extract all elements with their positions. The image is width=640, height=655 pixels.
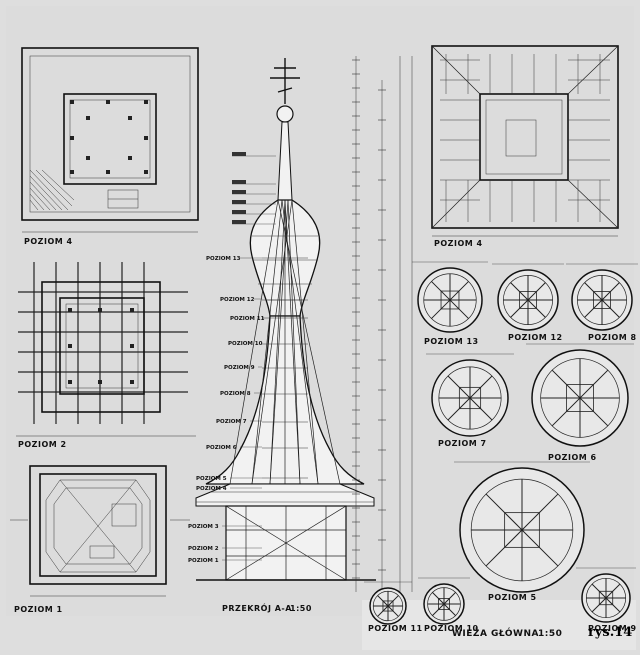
label-poziom-6: POZIOM 6 xyxy=(548,453,597,462)
label-poziom-10: POZIOM 10 xyxy=(424,624,479,633)
dimension-lines xyxy=(355,56,413,592)
circular-plan xyxy=(526,343,634,447)
label-poziom-1: POZIOM 1 xyxy=(14,605,63,614)
label-section-scale: 1:50 xyxy=(290,604,312,613)
section-level-label: POZIOM 11 xyxy=(230,316,265,322)
sheet-number: rys.14 xyxy=(588,625,632,640)
circular-plan xyxy=(492,263,564,331)
drawing-title-scale: 1:50 xyxy=(538,629,562,639)
section-level-label: POZIOM 5 xyxy=(196,476,227,482)
circular-plan xyxy=(454,461,590,593)
section-level-label: POZIOM 3 xyxy=(188,524,219,530)
plan-poziom-2: POZIOM 2 xyxy=(16,262,196,449)
circular-plans xyxy=(364,261,638,625)
drawing-title: WIEŻA GŁÓWNA xyxy=(452,627,539,639)
section-level-label: POZIOM 12 xyxy=(220,297,255,303)
section-level-label: POZIOM 10 xyxy=(228,341,263,347)
section-level-label: POZIOM 8 xyxy=(220,391,251,397)
section-level-label: POZIOM 6 xyxy=(206,445,237,451)
circular-plan xyxy=(426,353,514,437)
section-level-label: POZIOM 9 xyxy=(224,365,255,371)
circular-plan xyxy=(576,567,636,623)
label-poziom-8: POZIOM 8 xyxy=(588,333,637,342)
plan-poziom-4-left: POZIOM 4 xyxy=(21,47,199,246)
circular-plan xyxy=(364,581,412,625)
circular-plan xyxy=(566,263,638,331)
section-level-label: POZIOM 1 xyxy=(188,558,219,564)
label-poziom-5: POZIOM 5 xyxy=(488,593,537,602)
section-a-a: PRZEKRÓJ A-A 1:50 POZIOM 13 POZIOM 12 POZI… xyxy=(188,58,376,613)
label-poziom-4-left: POZIOM 4 xyxy=(24,237,73,246)
circular-plan xyxy=(412,261,488,333)
label-poziom-12: POZIOM 12 xyxy=(508,333,563,342)
label-poziom-9: POZIOM 9 xyxy=(588,624,637,633)
label-poziom-2: POZIOM 2 xyxy=(18,440,67,449)
section-level-label: POZIOM 13 xyxy=(206,256,241,262)
label-poziom-11: POZIOM 11 xyxy=(368,624,423,633)
plan-poziom-1: POZIOM 1 xyxy=(10,465,190,614)
section-level-label: POZIOM 4 xyxy=(196,486,227,492)
label-poziom-4-right: POZIOM 4 xyxy=(434,239,483,248)
label-section: PRZEKRÓJ A-A xyxy=(222,602,292,613)
section-level-label: POZIOM 2 xyxy=(188,546,219,552)
section-level-label: POZIOM 7 xyxy=(216,419,247,425)
label-poziom-7: POZIOM 7 xyxy=(438,439,487,448)
circular-plan xyxy=(418,577,470,625)
plan-poziom-4-right: POZIOM 4 xyxy=(431,45,619,248)
cross-icon xyxy=(270,58,300,104)
label-poziom-13: POZIOM 13 xyxy=(424,337,479,346)
